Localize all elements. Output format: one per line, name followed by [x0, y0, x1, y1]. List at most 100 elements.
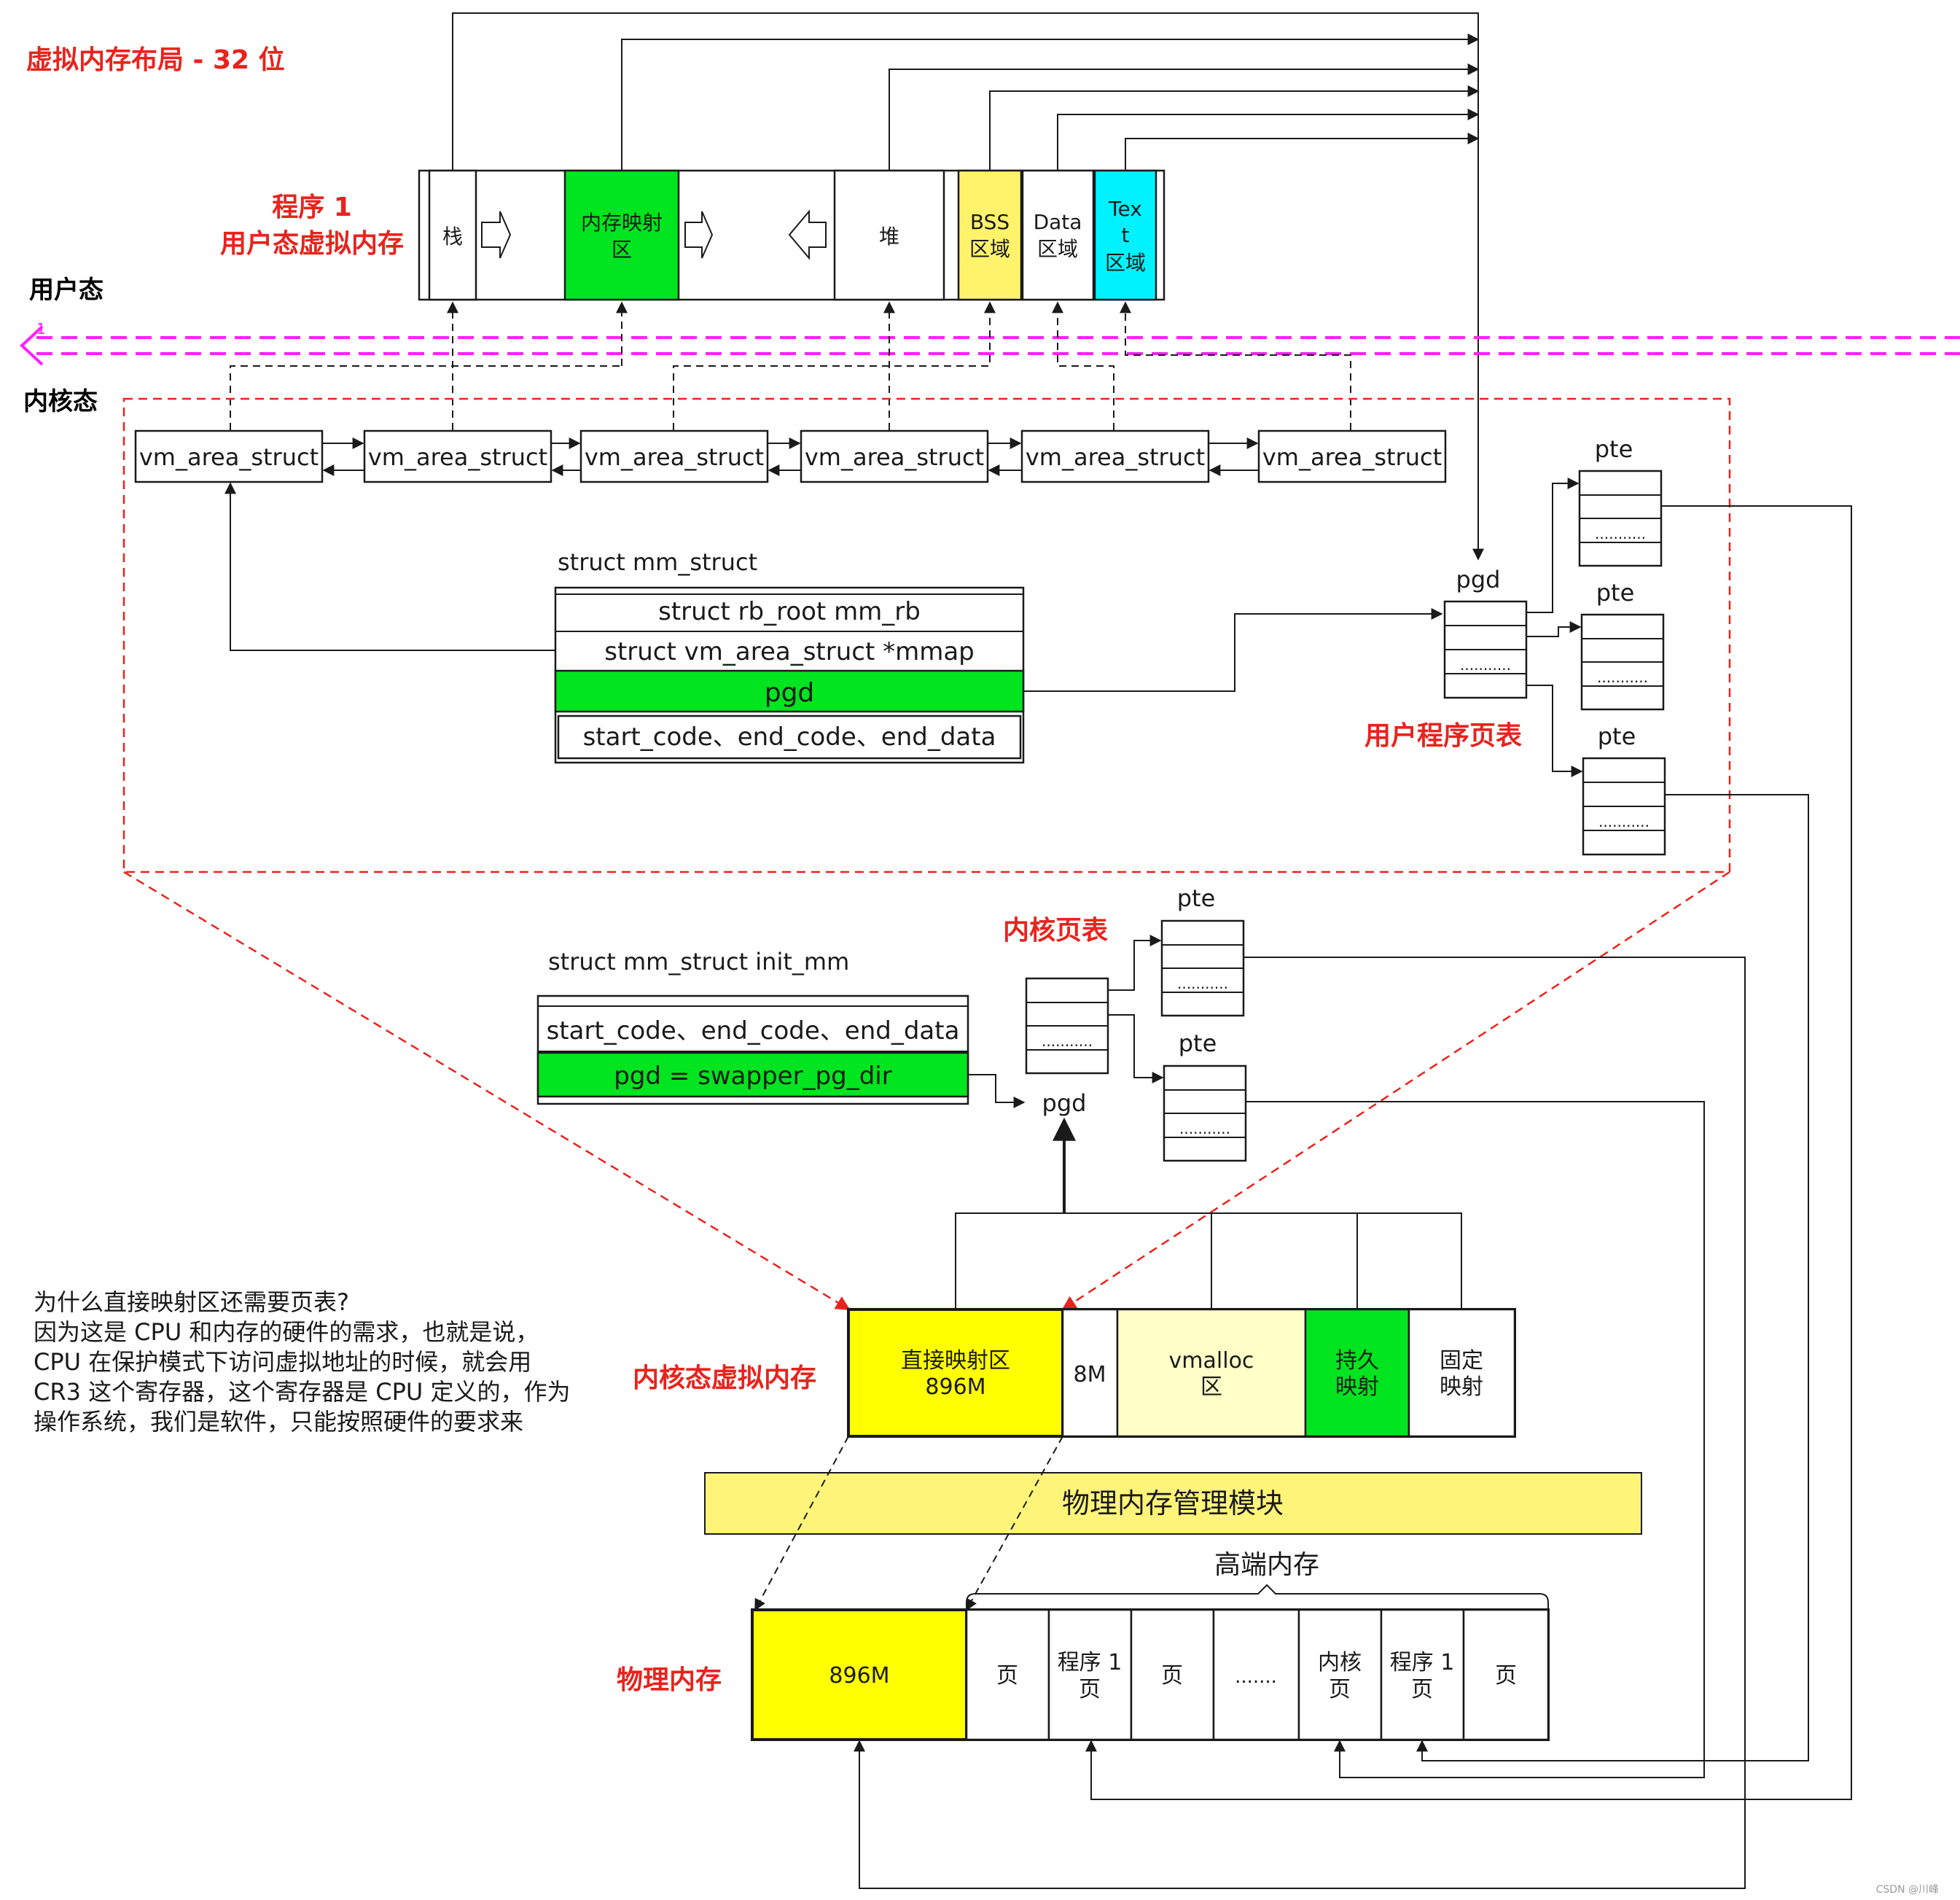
mm-struct-title: struct mm_struct [558, 548, 757, 576]
direct-to-physical-link [754, 1436, 849, 1611]
program-title-line1: 程序 1 [272, 192, 352, 222]
vmalloc-label-line2: 区 [1200, 1374, 1222, 1400]
program1-page-segment [1380, 1608, 1465, 1741]
text-segment [1093, 169, 1157, 301]
direct-map-label-line2: 896M [925, 1374, 985, 1400]
kernel-pte-ellipsis: ........... [1179, 1120, 1230, 1137]
user-page-table-title: 用户程序页表 [1364, 721, 1522, 751]
kernel-pte-label: pte [1179, 1029, 1217, 1057]
fixed-map-label-line1: 固定 [1440, 1348, 1483, 1374]
kernel-page-segment [1297, 1608, 1383, 1741]
bss-segment-label-line2: 区域 [969, 237, 1010, 261]
low-memory-label: 896M [829, 1663, 889, 1689]
vma-node-label: vm_area_struct [368, 443, 547, 471]
projection-line-right [1061, 871, 1730, 1311]
vma-node [1257, 429, 1447, 483]
mmap-segment-label-line1: 内存映射 [581, 211, 663, 235]
page-segment [1462, 1608, 1550, 1741]
mm-struct: struct mm_struct struct rb_root mm_rb st… [554, 548, 1025, 764]
mmap-growth-arrow-icon [684, 211, 714, 259]
vma-node-label: vm_area_struct [805, 443, 984, 471]
kernel-virtual-memory-title: 内核态虚拟内存 [633, 1363, 816, 1393]
user-pte-ellipsis: ........... [1598, 813, 1649, 830]
note-line: 为什么直接映射区还需要页表? [34, 1288, 349, 1316]
kernel-pgd-ellipsis: ........... [1042, 1032, 1093, 1050]
kernel-page-label-line1: 内核 [1318, 1650, 1362, 1675]
program1-page-label-line2: 页 [1079, 1677, 1101, 1702]
user-mode-label: 用户态 [29, 276, 104, 305]
fixed-map-segment [1407, 1308, 1516, 1438]
program1-page-label-line1: 程序 1 [1058, 1650, 1122, 1675]
mm-struct-field: struct rb_root mm_rb [658, 597, 921, 626]
high-to-physical-link [966, 1436, 1063, 1611]
mm-struct-field: pgd [765, 678, 815, 708]
kernel-page-table-title: 内核页表 [1003, 916, 1108, 946]
user-pte-ellipsis: ........... [1597, 669, 1648, 686]
init-mm-pgd-field [536, 1051, 969, 1098]
init-mm-field: start_code、end_code、end_data [547, 1016, 960, 1046]
high-memory-label: 高端内存 [1214, 1550, 1319, 1580]
note-line: CPU 在保护模式下访问虚拟地址的时候，就会用 [34, 1348, 531, 1376]
data-segment [1021, 169, 1095, 301]
persistent-map-label-line2: 映射 [1335, 1374, 1379, 1400]
mmap-to-vma-arrow [224, 482, 555, 651]
vma-list: vm_area_struct vm_area_struct vm_area_st… [134, 429, 1447, 483]
user-pte-label: pte [1595, 435, 1633, 463]
user-pte-ellipsis: ........... [1595, 525, 1646, 542]
watermark: CSDN @川峰 [1876, 1884, 1939, 1896]
data-segment-label-line1: Data [1034, 210, 1082, 234]
pte-to-physical-lines [854, 505, 1852, 1889]
note-line: 因为这是 CPU 和内存的硬件的需求，也就是说， [34, 1318, 539, 1346]
kernel-pte-label: pte [1177, 884, 1216, 912]
heap-segment-label: 堆 [879, 225, 899, 249]
mm-struct-field: struct vm_area_struct *mmap [604, 637, 975, 666]
user-pgd-ellipsis: ........... [1460, 656, 1511, 674]
page-segment-label: 页 [1495, 1663, 1517, 1689]
kernel-page-table: 内核页表 pgd ........... pte ........... pte… [1003, 884, 1247, 1162]
user-space-bar: 栈 内存映射 区 堆 BSS 区域 Data 区域 Tex t 区域 [418, 169, 1166, 301]
kernel-mm-region [122, 397, 1731, 873]
heap-growth-arrow-icon [788, 209, 827, 260]
page-segment [1130, 1608, 1215, 1741]
kernel-page-label-line2: 页 [1329, 1677, 1351, 1702]
stack-segment-label: 栈 [442, 225, 463, 249]
kernel-pte-ellipsis: ........... [1177, 975, 1228, 992]
program1-page-label-line2: 页 [1411, 1677, 1433, 1702]
persistent-map-label-line1: 持久 [1335, 1348, 1379, 1374]
kernel-segment-to-pgd-lines [955, 1117, 1462, 1309]
user-page-table: pgd ........... pte ........... pte ....… [1364, 435, 1666, 856]
mmap-segment-label-line2: 区 [612, 238, 632, 262]
note-line: 操作系统，我们是软件，只能按照硬件的要求来 [34, 1408, 523, 1436]
fixed-map-label-line2: 映射 [1440, 1374, 1483, 1400]
program-title-line2: 用户态虚拟内存 [220, 229, 404, 259]
page-ellipsis-label: ....... [1235, 1666, 1277, 1688]
kernel-mode-label: 内核态 [23, 387, 98, 416]
high-memory-brace [966, 1584, 1549, 1610]
physical-memory-bar: 物理内存 896M 页 程序 1 页 页 ....... 内核 页 程序 1 页… [617, 1608, 1550, 1741]
data-segment-label-line2: 区域 [1037, 237, 1078, 261]
mm-struct-field: start_code、end_code、end_data [583, 723, 996, 752]
bss-segment [957, 169, 1023, 301]
program1-page-label-line1: 程序 1 [1390, 1650, 1455, 1675]
vmalloc-segment [1116, 1308, 1307, 1438]
segment-to-pgd-lines [452, 12, 1484, 561]
kernel-space-bar: 内核态虚拟内存 直接映射区 896M 8M vmalloc 区 持久 映射 固定… [633, 1308, 1516, 1438]
vma-node [134, 429, 324, 483]
init-mm-to-pgd-arrow [968, 1074, 1026, 1108]
vma-node [1020, 429, 1210, 483]
vma-node [800, 429, 989, 483]
user-pte-label: pte [1598, 723, 1636, 750]
stack-segment [428, 169, 477, 301]
user-pte-label: pte [1596, 579, 1635, 607]
separator-mark: 1 [36, 320, 46, 338]
persistent-map-segment [1304, 1308, 1410, 1438]
init-mm-struct: struct mm_struct init_mm start_code、end_… [536, 948, 969, 1105]
vma-node [363, 429, 553, 483]
vma-node-label: vm_area_struct [1262, 443, 1442, 471]
vma-node-label: vm_area_struct [585, 443, 764, 471]
vmalloc-label-line1: vmalloc [1169, 1348, 1254, 1374]
vma-node-label: vm_area_struct [139, 443, 319, 471]
segment-to-vma-links [230, 301, 1351, 430]
page-segment-label: 页 [1161, 1663, 1183, 1689]
bss-segment-label-line1: BSS [970, 210, 1010, 234]
